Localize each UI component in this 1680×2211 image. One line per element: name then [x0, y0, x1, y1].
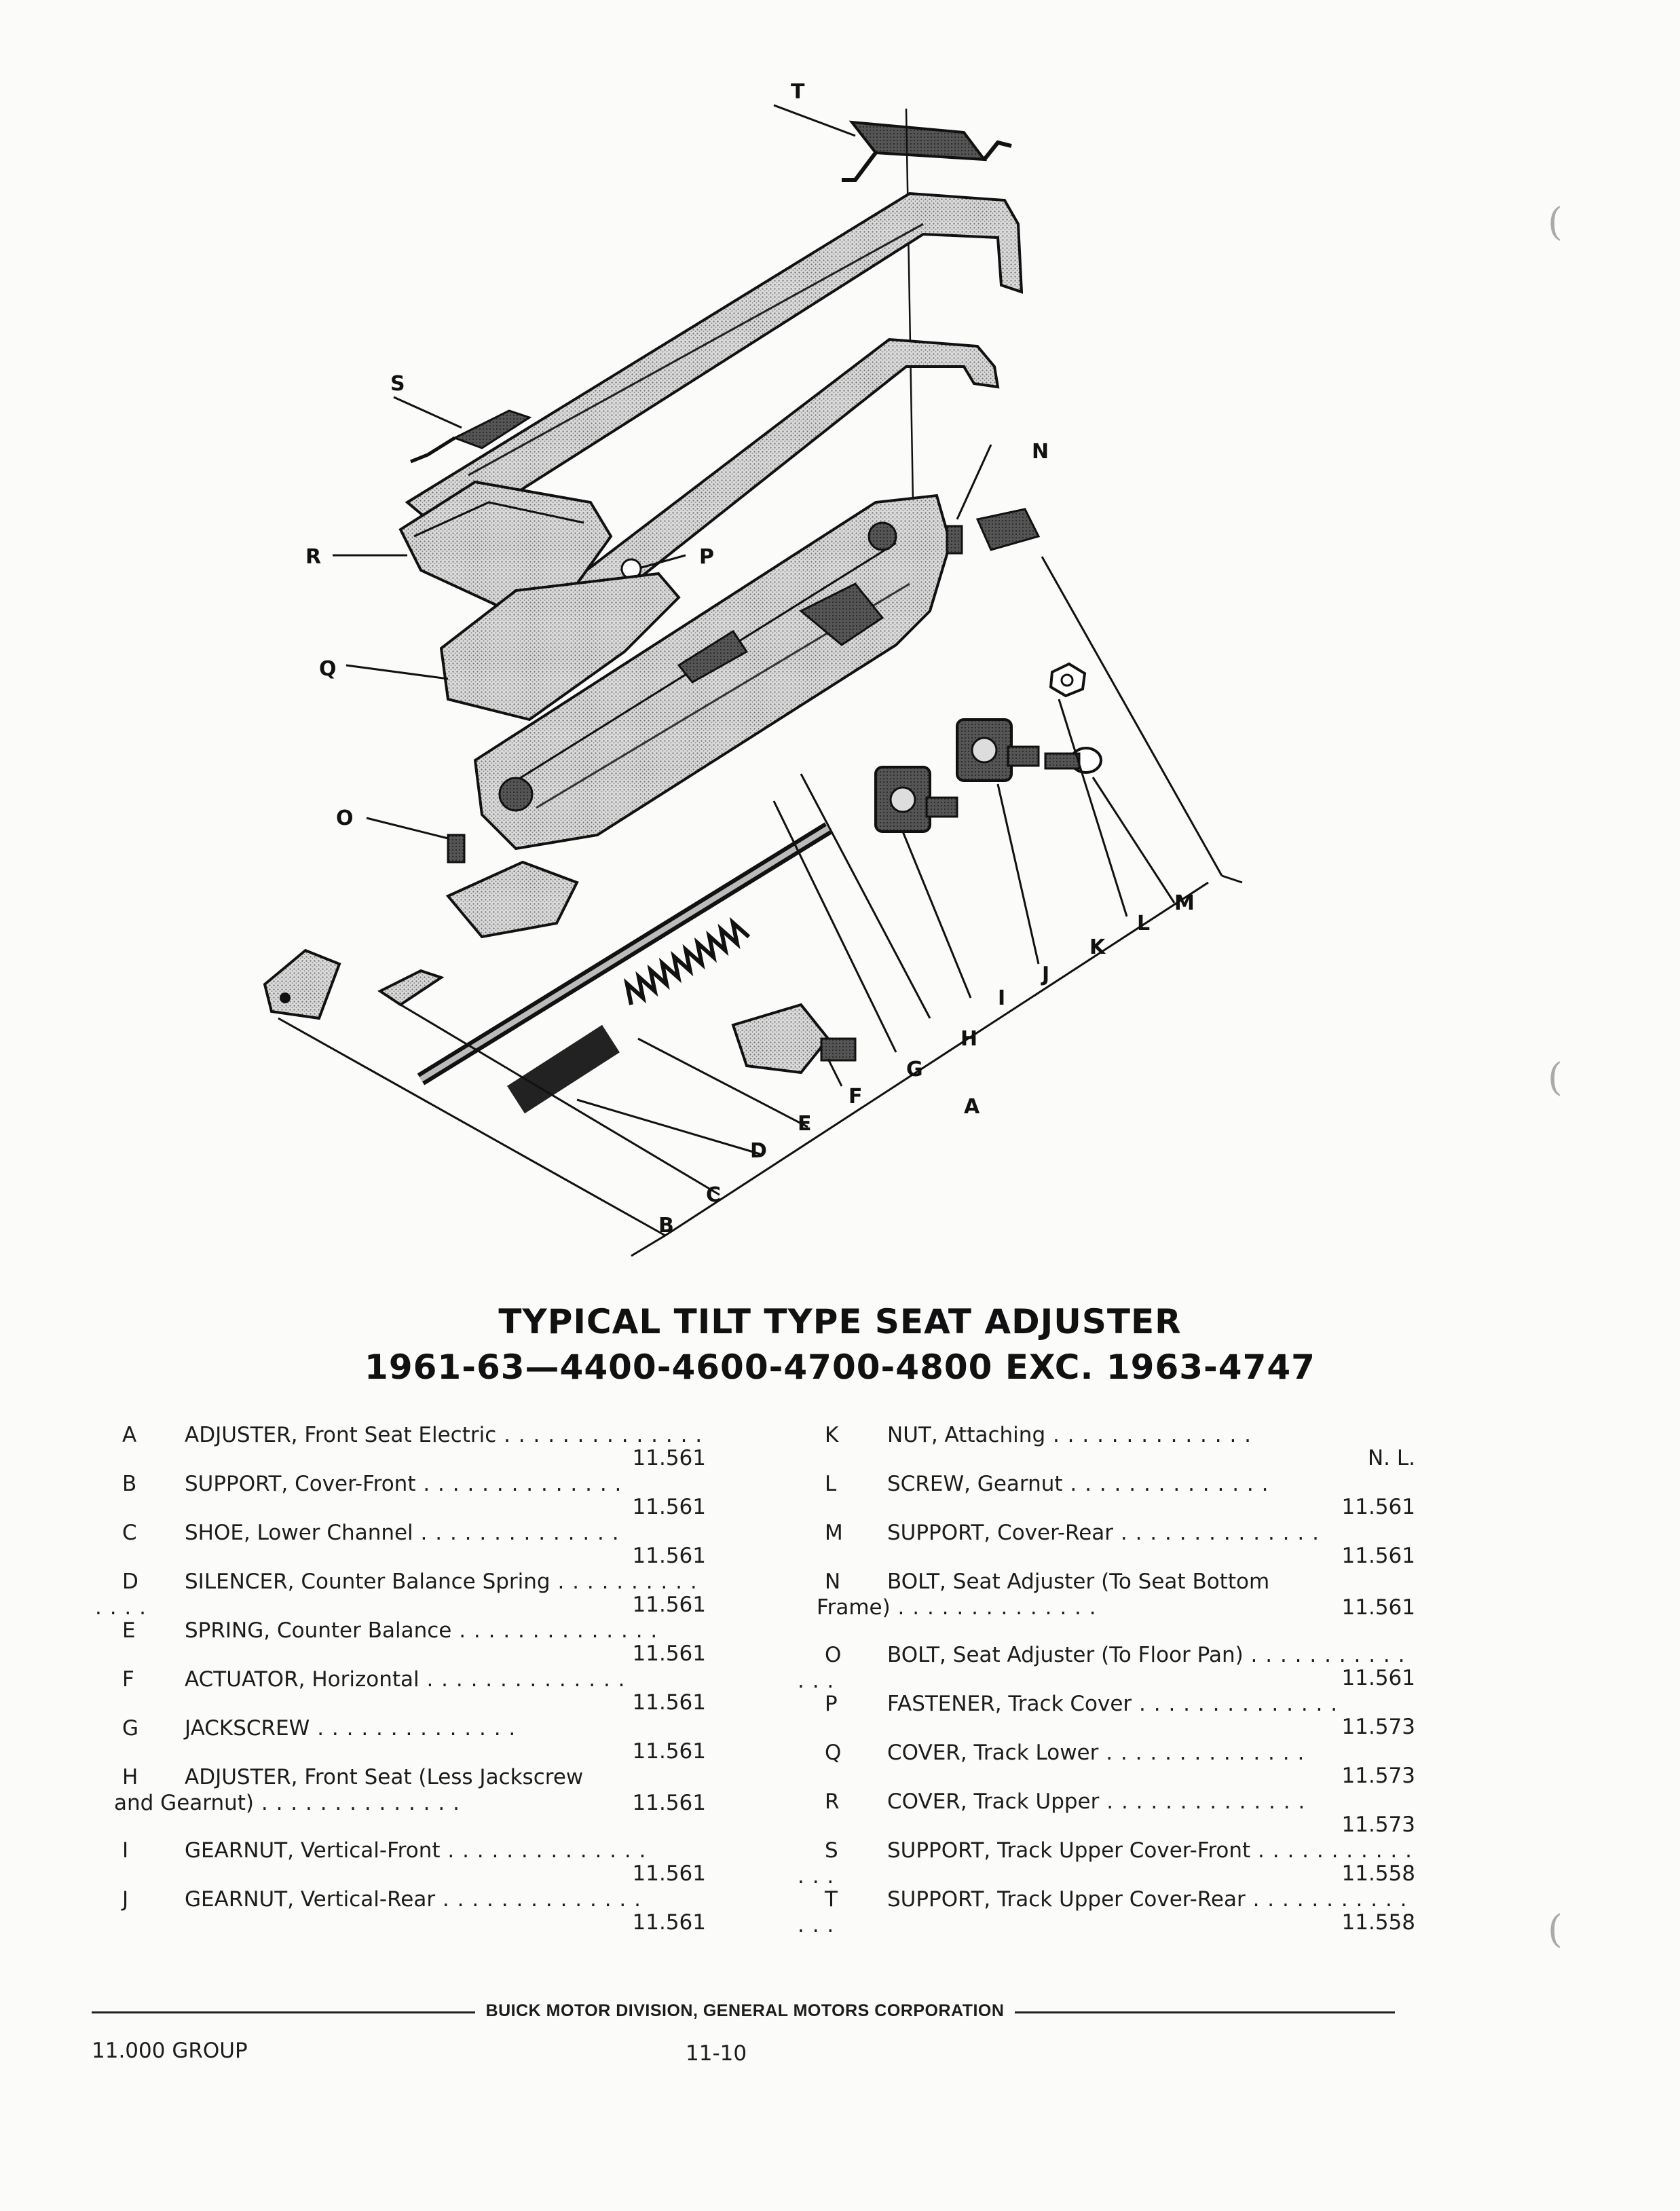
- part-r-upper-cover: [333, 480, 613, 613]
- part-i-gearnut-front: [874, 766, 958, 833]
- legend-row: S SUPPORT, Track Upper Cover-Front . . .…: [798, 1838, 1415, 1889]
- part-o-bolt: [366, 817, 466, 863]
- dot-leader: . . . . . . . . . . . . . .: [1098, 1741, 1305, 1765]
- legend-row: R COVER, Track Upper . . . . . . . . . .…: [825, 1789, 1415, 1837]
- part-base-plate: [445, 860, 579, 939]
- dot-leader: . . . . . . . . . . . . . .: [95, 1569, 698, 1620]
- callout-e: E: [798, 1112, 812, 1136]
- part-t-bracket: [773, 104, 1012, 182]
- callout-f: F: [848, 1085, 863, 1109]
- footer-rule-right: [1015, 2011, 1395, 2013]
- callout-g: G: [906, 1058, 923, 1081]
- callout-m: M: [1174, 891, 1195, 915]
- dot-leader: . . . . . . . . . . . . . .: [435, 1887, 641, 1912]
- dot-leader: . . . . . . . . . . . . . .: [310, 1716, 517, 1741]
- footer-credit: BUICK MOTOR DIVISION, GENERAL MOTORS COR…: [485, 2001, 1005, 2020]
- part-j-gearnut-rear: [956, 718, 1040, 782]
- legend-row: C SHOE, Lower Channel . . . . . . . . . …: [122, 1521, 706, 1568]
- callout-n: N: [1032, 440, 1049, 464]
- legend-row: O BOLT, Seat Adjuster (To Floor Pan) . .…: [798, 1643, 1415, 1693]
- dot-leader: . . . . . . . . . . . . . .: [413, 1521, 620, 1545]
- legend-row: L SCREW, Gearnut . . . . . . . . . . . .…: [825, 1472, 1415, 1519]
- part-h-adjuster-body: [473, 494, 952, 851]
- callout-h: H: [960, 1027, 977, 1051]
- legend-row: E SPRING, Counter Balance . . . . . . . …: [122, 1618, 706, 1666]
- dot-leader: . . . . . . . . . . . . . .: [798, 1887, 1408, 1937]
- callout-c: C: [706, 1183, 721, 1207]
- part-k-nut: [1049, 662, 1087, 698]
- callout-i: I: [998, 986, 1005, 1010]
- page-title: TYPICAL TILT TYPE SEAT ADJUSTER: [498, 1302, 1182, 1341]
- legend-row: Q COVER, Track Lower . . . . . . . . . .…: [825, 1741, 1415, 1788]
- part-c-shoe: [377, 969, 445, 1007]
- callout-b: B: [658, 1214, 674, 1238]
- seat-adjuster-exploded-view: A B C D E F G H I J K L M N O P Q R S T: [263, 80, 1243, 1257]
- callout-p: P: [699, 545, 714, 569]
- parts-legend-right: K NUT, Attaching . . . . . . . . . . . .…: [798, 1422, 1415, 1937]
- legend-row: N BOLT, Seat Adjuster (To Seat Bottom Fr…: [817, 1569, 1415, 1620]
- callout-s: S: [390, 372, 405, 396]
- dot-leader: . . . . . . . . . . . . . .: [496, 1423, 703, 1447]
- dot-leader: . . . . . . . . . . . . . .: [1099, 1789, 1306, 1814]
- dot-leader: . . . . . . . . . . . . . .: [1113, 1521, 1320, 1545]
- footer-group-label: 11.000 GROUP: [92, 2039, 248, 2063]
- dot-leader: . . . . . . . . . . . . . .: [798, 1838, 1413, 1889]
- legend-row: I GEARNUT, Vertical-Front . . . . . . . …: [122, 1838, 706, 1886]
- dot-leader: . . . . . . . . . . . . . .: [1062, 1472, 1269, 1496]
- dot-leader: . . . . . . . . . . . . . .: [419, 1667, 626, 1692]
- dot-leader: . . . . . . . . . . . . . .: [1045, 1423, 1252, 1447]
- part-n-bolt: [946, 444, 992, 555]
- legend-row: D SILENCER, Counter Balance Spring . . .…: [95, 1569, 706, 1620]
- dot-leader: . . . . . . . . . . . . . .: [415, 1472, 622, 1496]
- callout-k: K: [1089, 935, 1106, 959]
- callout-a: A: [964, 1095, 980, 1119]
- part-g-jackscrew: [417, 822, 832, 1085]
- parts-legend-left: A ADJUSTER, Front Seat Electric . . . . …: [95, 1422, 706, 1935]
- part-e-spring: [623, 916, 751, 1005]
- legend-row: B SUPPORT, Cover-Front . . . . . . . . .…: [122, 1472, 706, 1519]
- dot-leader: . . . . . . . . . . . . . .: [798, 1643, 1406, 1693]
- page-number: 11-10: [686, 2041, 747, 2066]
- dot-leader: . . . . . . . . . . . . . .: [1132, 1692, 1339, 1716]
- legend-row: T SUPPORT, Track Upper Cover-Rear . . . …: [798, 1887, 1415, 1937]
- part-f-actuator: [731, 1003, 857, 1075]
- legend-row: J GEARNUT, Vertical-Rear . . . . . . . .…: [122, 1887, 706, 1935]
- footer-rule-left: [92, 2011, 475, 2013]
- leader-lines: [278, 556, 1243, 1257]
- legend-row: G JACKSCREW . . . . . . . . . . . . . . …: [122, 1716, 706, 1764]
- part-d-silencer: [507, 1024, 620, 1114]
- part-m-bracket: [975, 508, 1041, 551]
- callout-j: J: [1041, 963, 1049, 986]
- margin-mark: (: [1548, 1908, 1563, 1952]
- dot-leader: . . . . . . . . . . . . . .: [451, 1618, 658, 1643]
- part-b-front-support: [263, 948, 341, 1020]
- callout-o: O: [336, 806, 354, 830]
- page-subtitle: 1961-63—4400-4600-4700-4800 EXC. 1963-47…: [365, 1348, 1315, 1387]
- legend-row: H ADJUSTER, Front Seat (Less Jackscrew a…: [114, 1765, 706, 1815]
- legend-row: P FASTENER, Track Cover . . . . . . . . …: [825, 1692, 1415, 1739]
- dot-leader: . . . . . . . . . . . . . .: [890, 1595, 1097, 1620]
- margin-mark: (: [1548, 1056, 1563, 1100]
- part-s-bracket: [393, 396, 532, 464]
- callout-r: R: [305, 545, 321, 569]
- dot-leader: . . . . . . . . . . . . . .: [440, 1838, 647, 1863]
- dot-leader: . . . . . . . . . . . . . .: [254, 1791, 460, 1815]
- part-l-screw: [1044, 747, 1102, 774]
- callout-l: L: [1137, 912, 1150, 935]
- legend-row: F ACTUATOR, Horizontal . . . . . . . . .…: [122, 1667, 706, 1715]
- callout-t: T: [791, 80, 805, 104]
- callout-q: Q: [319, 657, 337, 681]
- legend-row: K NUT, Attaching . . . . . . . . . . . .…: [825, 1423, 1415, 1470]
- callout-d: D: [750, 1139, 767, 1163]
- legend-row: A ADJUSTER, Front Seat Electric . . . . …: [122, 1423, 706, 1470]
- legend-row: M SUPPORT, Cover-Rear . . . . . . . . . …: [825, 1521, 1415, 1568]
- part-q-lower-cover: [346, 572, 681, 722]
- part-upper-rail: [405, 191, 1024, 538]
- margin-mark: (: [1548, 200, 1563, 244]
